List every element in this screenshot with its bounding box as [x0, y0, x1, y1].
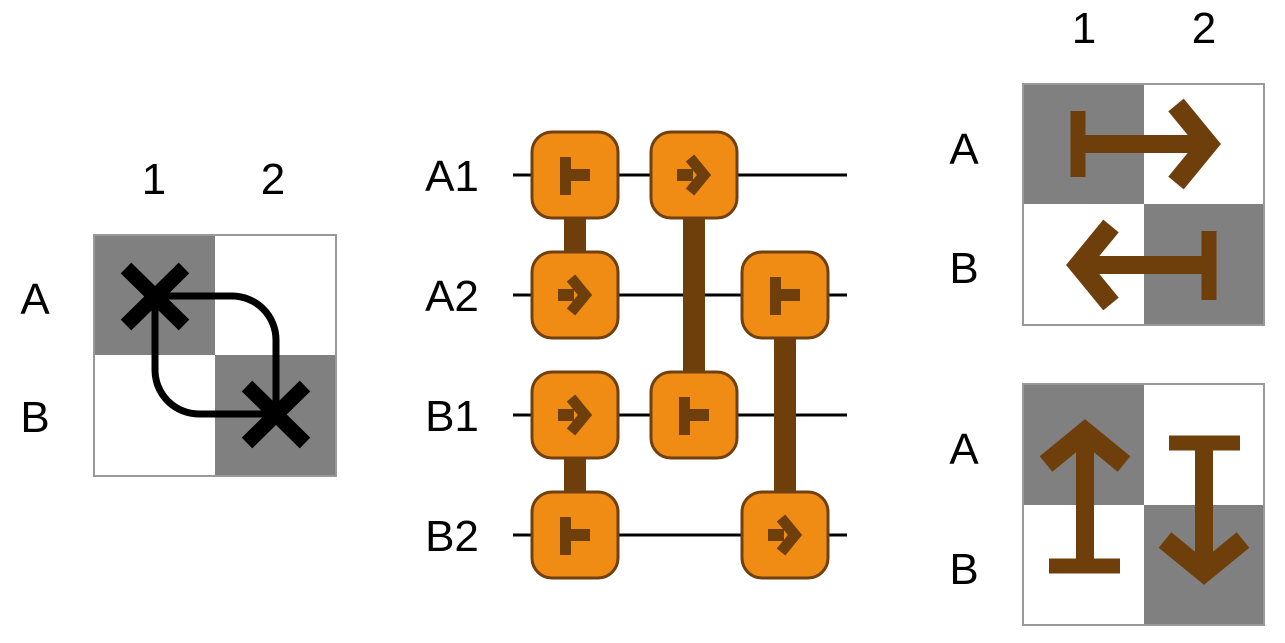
left-row-label-b: B: [20, 393, 49, 442]
wire-label-a1: A1: [425, 152, 479, 201]
right-bottom-border: [1022, 383, 1265, 626]
chevron-right-icon: [558, 274, 593, 316]
chevron-right-icon: [558, 394, 593, 436]
gate-control: [530, 490, 620, 580]
right-bottom-row-label-a: A: [949, 425, 979, 474]
arrow-up-icon: [1039, 419, 1131, 574]
gate-link: [683, 175, 705, 415]
wire-label-b1: B1: [425, 392, 479, 441]
right-col-label-1: 1: [1072, 4, 1096, 53]
gate-target: [649, 130, 739, 220]
gate-box: [530, 250, 620, 340]
tee-icon: [560, 157, 590, 195]
right-top-row-label-a: A: [949, 125, 979, 174]
gate-control: [740, 250, 830, 340]
right-bottom-grid: A B: [949, 383, 1265, 626]
left-grid-border: [93, 234, 337, 477]
connection-loop: [151, 292, 280, 418]
arrow-down-icon: [1158, 435, 1250, 585]
right-top-grid: 1 2 A B: [949, 4, 1265, 326]
gate-box: [530, 370, 620, 460]
wire-label-b2: B2: [425, 512, 479, 561]
left-grid: 1 2 A B: [20, 155, 337, 477]
arrow-right-icon: [1070, 98, 1221, 190]
x-mark-icon: [241, 380, 311, 449]
tee-icon: [770, 277, 800, 315]
tee-icon: [560, 517, 590, 555]
right-top-row-label-b: B: [949, 244, 978, 293]
left-col-label-1: 1: [142, 155, 166, 204]
gate-target: [530, 370, 620, 460]
left-col-label-2: 2: [261, 155, 285, 204]
gate-box: [740, 490, 830, 580]
gate-target: [740, 490, 830, 580]
gate-control: [530, 130, 620, 220]
chevron-right-icon: [677, 154, 712, 196]
right-bottom-row-label-b: B: [949, 545, 978, 594]
chevron-right-icon: [768, 514, 803, 556]
tee-icon: [679, 397, 709, 435]
gate-control: [649, 370, 739, 460]
x-mark-icon: [120, 262, 190, 331]
arrow-left-icon: [1066, 219, 1217, 311]
gate-target: [530, 250, 620, 340]
wire-label-a2: A2: [425, 272, 479, 321]
left-row-label-a: A: [20, 275, 50, 324]
gate-box: [649, 130, 739, 220]
right-top-border: [1022, 83, 1265, 326]
right-col-label-2: 2: [1192, 4, 1216, 53]
circuit-wires: [513, 173, 847, 537]
gate-link: [774, 295, 796, 535]
circuit: A1 A2 B1 B2: [425, 130, 847, 580]
circuit-links: [564, 175, 796, 535]
circuit-gates: [530, 130, 830, 580]
